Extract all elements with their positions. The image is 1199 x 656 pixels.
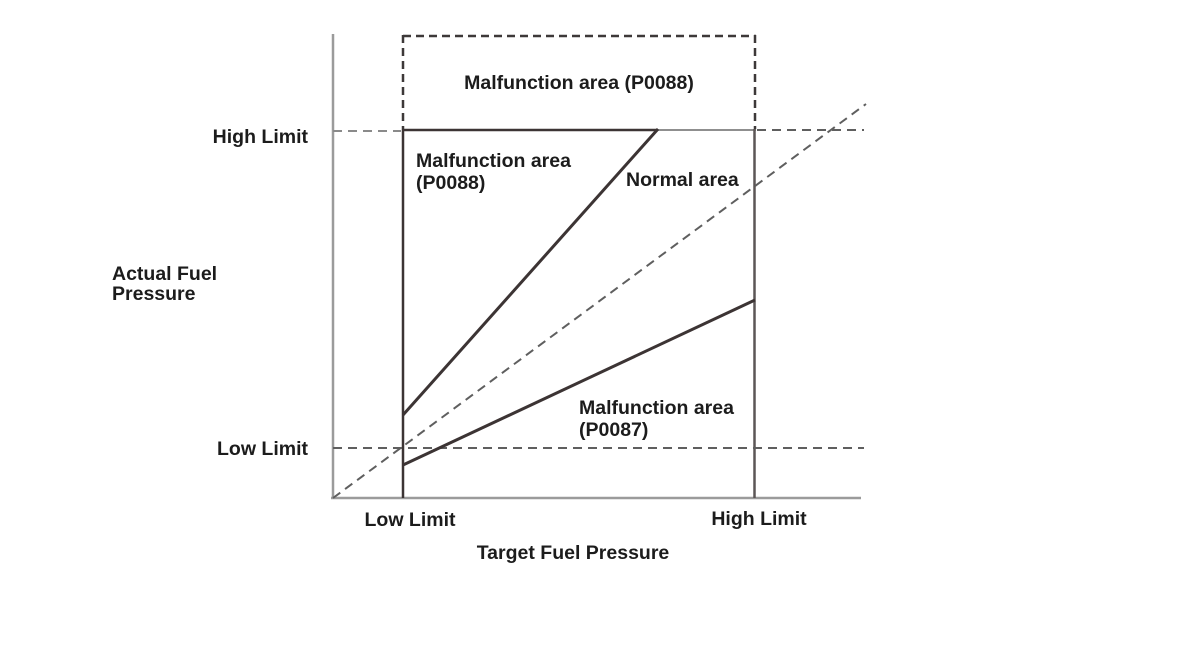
y-low-limit-label: Low Limit: [217, 438, 308, 460]
y-high-limit-label: High Limit: [212, 126, 308, 148]
lower-threshold-diagonal-line: [402, 298, 756, 467]
region-label-top-malfunction: Malfunction area (P0088): [464, 72, 694, 94]
region-label-upper-left-malfunction: Malfunction area (P0088): [416, 150, 571, 194]
reference-diagonal-dashed-line: [332, 103, 867, 499]
region-label-normal-area: Normal area: [626, 169, 739, 191]
upper-threshold-diagonal-line: [401, 128, 660, 416]
x-low-limit-label: Low Limit: [364, 509, 456, 531]
y-axis-title: Actual Fuel Pressure: [112, 263, 218, 305]
x-axis-title: Target Fuel Pressure: [476, 542, 670, 564]
region-label-lower-right-malfunction: Malfunction area (P0087): [579, 397, 734, 441]
x-high-limit-label: High Limit: [711, 508, 807, 530]
